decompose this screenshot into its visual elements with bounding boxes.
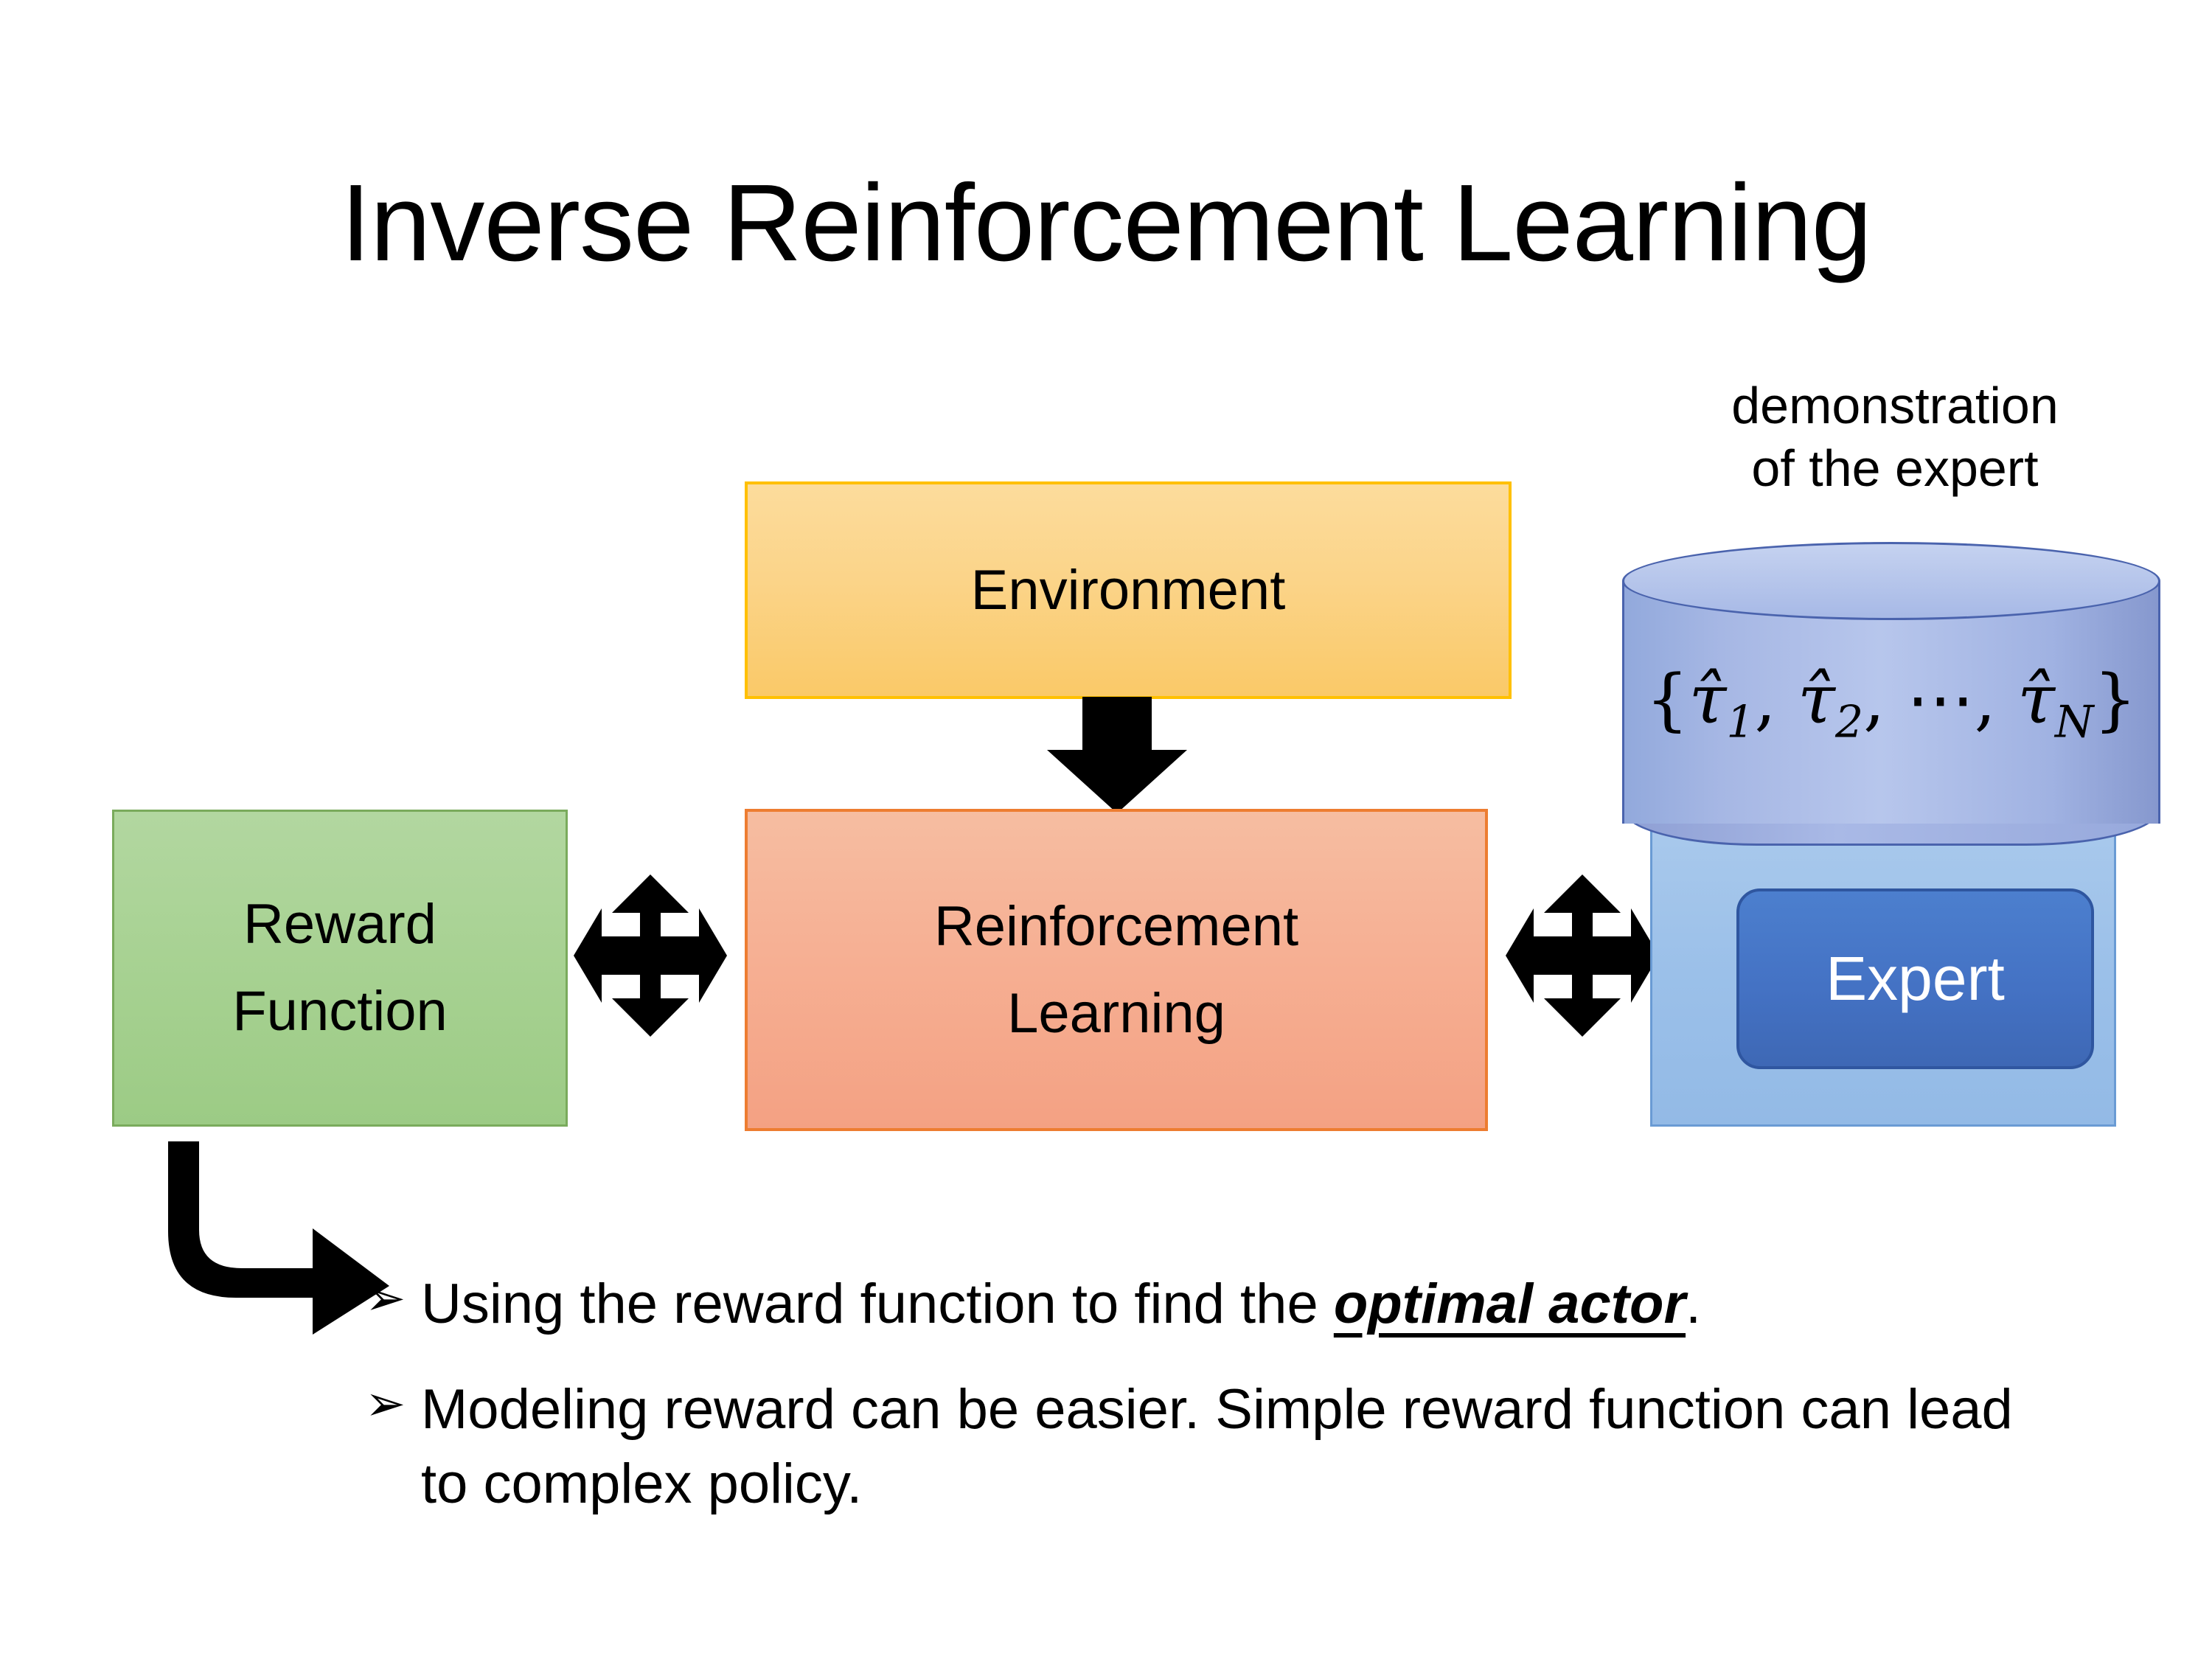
cylinder-label: {τ̂1, τ̂2, ⋯, τ̂N}	[1622, 660, 2160, 748]
rl-label-line2: Learning	[1007, 981, 1225, 1045]
reinforcement-learning-box-label: Reinforcement Learning	[934, 883, 1298, 1057]
down-arrow-icon	[1047, 697, 1187, 813]
environment-box-label: Environment	[970, 559, 1286, 622]
reward-label-line2: Function	[232, 980, 448, 1043]
quad-arrow-icon-left	[574, 874, 727, 1037]
bullet-1-suffix: .	[1686, 1273, 1702, 1335]
cylinder-top	[1622, 542, 2160, 620]
reward-function-box-label: Reward Function	[232, 881, 448, 1055]
cylinder-comma1: ,	[1754, 660, 1776, 739]
cylinder-ellipsis: ⋯	[1906, 660, 1975, 739]
reinforcement-learning-box[interactable]: Reinforcement Learning	[745, 809, 1488, 1131]
bullet-1-emphasis: optimal actor	[1333, 1273, 1686, 1335]
demonstration-caption-line1: demonstration	[1731, 377, 2059, 434]
cylinder-body	[1622, 580, 2160, 824]
demonstration-caption: demonstration of the expert	[1637, 375, 2153, 501]
cylinder-tauN: τ̂	[2017, 660, 2056, 739]
bullet-arrow-icon: ➢	[365, 1270, 406, 1325]
expert-button[interactable]: Expert	[1736, 888, 2094, 1069]
demonstration-caption-line2: of the expert	[1751, 439, 2039, 498]
cylinder-tau1: τ̂	[1688, 660, 1727, 739]
page-title: Inverse Reinforcement Learning	[340, 162, 1872, 284]
bullet-text-2: Modeling reward can be easier. Simple re…	[421, 1378, 2013, 1516]
demonstration-cylinder[interactable]: {τ̂1, τ̂2, ⋯, τ̂N}	[1622, 542, 2160, 846]
list-item: ➢ Using the reward function to find the …	[365, 1267, 2061, 1341]
environment-box[interactable]: Environment	[745, 481, 1512, 699]
bent-arrow-icon	[168, 1141, 389, 1335]
cylinder-tauN-sub: N	[2055, 696, 2094, 748]
list-item: ➢ Modeling reward can be easier. Simple …	[365, 1372, 2061, 1521]
bullet-text-1: Using the reward function to find the op…	[421, 1267, 2061, 1341]
cylinder-open-brace: {	[1645, 660, 1689, 739]
bullet-arrow-icon: ➢	[365, 1376, 406, 1431]
quad-arrow-icon-right	[1506, 874, 1659, 1037]
cylinder-tau2-sub: 2	[1834, 696, 1864, 748]
cylinder-close-brace: }	[2093, 660, 2138, 739]
expert-button-label: Expert	[1826, 944, 2005, 1013]
rl-label-line1: Reinforcement	[933, 894, 1299, 958]
reward-function-box[interactable]: Reward Function	[112, 810, 568, 1127]
cylinder-comma3: ,	[1974, 660, 1996, 739]
cylinder-tau2: τ̂	[1798, 660, 1835, 739]
cylinder-comma2: ,	[1863, 660, 1885, 739]
cylinder-tau1-sub: 1	[1726, 696, 1755, 748]
bullet-1-prefix: Using the reward function to find the	[421, 1273, 1334, 1335]
reward-label-line1: Reward	[243, 893, 437, 956]
bullet-list: ➢ Using the reward function to find the …	[365, 1267, 2061, 1552]
